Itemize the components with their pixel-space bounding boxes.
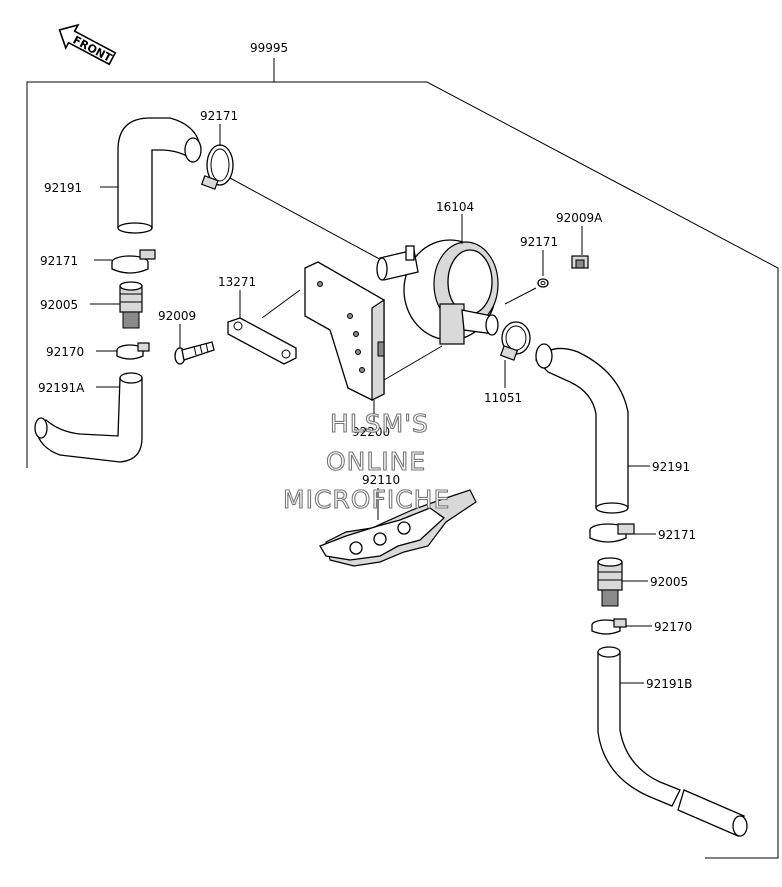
callout-92171-mid: 11051 xyxy=(484,391,522,405)
front-arrow-label: FRONT xyxy=(71,33,115,64)
callout-92171-left: 92171 xyxy=(40,254,78,268)
gasket-13271 xyxy=(227,317,297,365)
callout-92170-left: 92170 xyxy=(46,345,84,359)
callout-92191b: 92191B xyxy=(646,677,692,691)
callout-92191-right: 92191 xyxy=(652,460,690,474)
watermark-line-3: MICROFICHE xyxy=(283,485,450,514)
callout-92191-top-left: 92191 xyxy=(44,181,82,195)
watermark-line-1: HLSM'S xyxy=(330,409,429,438)
callout-92005-right: 92005 xyxy=(650,575,688,589)
clamp-92170-right xyxy=(591,618,627,635)
pump-16104 xyxy=(376,239,499,345)
watermark-line-2: ONLINE xyxy=(326,447,426,476)
hose-92191-right xyxy=(535,343,629,514)
cover-92110 xyxy=(319,489,477,567)
bolt-92009 xyxy=(174,341,215,365)
clamp-92171-top xyxy=(200,144,234,190)
callout-92005-left: 92005 xyxy=(40,298,78,312)
callout-11051: 92200 xyxy=(352,425,390,439)
assembly-frame xyxy=(26,58,779,859)
callout-16104: 16104 xyxy=(436,200,474,214)
callout-92009: 92009 xyxy=(158,309,196,323)
callout-92191a: 92191A xyxy=(38,381,85,395)
callout-92171-top: 92171 xyxy=(200,109,238,123)
callout-92200: 92171 xyxy=(520,235,558,249)
callout-92170-right: 92170 xyxy=(654,620,692,634)
hose-92191b xyxy=(597,646,748,837)
watermark: HLSM'S ONLINE MICROFICHE xyxy=(282,408,450,514)
bolt-92009a xyxy=(571,255,589,269)
fitting-92005-left xyxy=(119,281,143,329)
clamp-92171-right xyxy=(589,523,635,543)
clamp-92171-left xyxy=(111,249,156,274)
clamp-92170-left xyxy=(116,342,150,360)
front-arrow-icon: FRONT xyxy=(58,23,117,66)
callout-92171-right: 92171 xyxy=(658,528,696,542)
callout-13271: 13271 xyxy=(218,275,256,289)
fitting-92005-right xyxy=(597,557,623,607)
hose-92191-top-left xyxy=(117,117,202,234)
clamp-92171-mid xyxy=(499,321,531,361)
assembly-number-99995: 99995 xyxy=(250,41,288,55)
callout-92110: 92110 xyxy=(362,473,400,487)
bracket-11051 xyxy=(304,261,385,401)
hose-92191a xyxy=(34,372,143,463)
callout-92009a: 92009A xyxy=(556,211,603,225)
washer-92200 xyxy=(537,278,549,288)
